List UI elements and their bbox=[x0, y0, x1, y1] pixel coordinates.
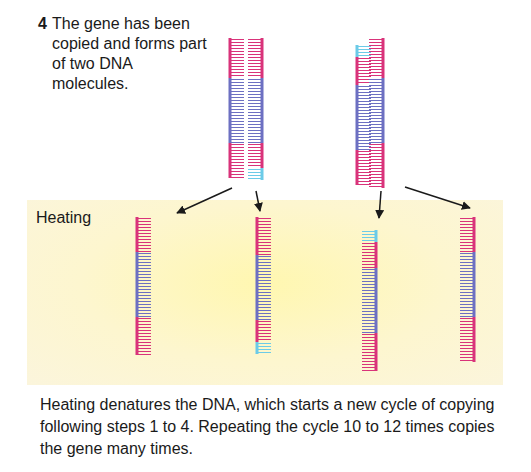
base-pairs bbox=[257, 344, 271, 353]
base-pairs bbox=[460, 219, 474, 252]
separation-arrow bbox=[379, 191, 381, 218]
dna-strand bbox=[136, 217, 152, 355]
separation-arrow bbox=[177, 188, 232, 213]
caption: Heating denatures the DNA, which starts … bbox=[40, 394, 500, 460]
base-pairs bbox=[460, 319, 474, 361]
base-pairs bbox=[230, 40, 244, 76]
dna-strand bbox=[229, 38, 245, 178]
base-pairs bbox=[369, 40, 383, 76]
dna-strand bbox=[248, 38, 264, 180]
base-pairs bbox=[362, 335, 376, 371]
base-pairs bbox=[248, 40, 262, 76]
base-pairs bbox=[362, 244, 376, 268]
dna-strand bbox=[369, 38, 385, 188]
step-description: The gene has been copied and forms part … bbox=[52, 14, 212, 94]
dna-strand bbox=[362, 230, 378, 371]
base-pairs bbox=[357, 152, 371, 185]
base-pairs bbox=[362, 232, 376, 241]
base-pairs bbox=[137, 219, 151, 252]
step-number: 4 bbox=[38, 14, 52, 34]
strand-backbone bbox=[136, 217, 139, 252]
base-pairs bbox=[257, 257, 271, 320]
base-pairs bbox=[248, 170, 262, 179]
base-pairs bbox=[362, 270, 376, 333]
strand-backbone bbox=[356, 150, 359, 185]
separation-arrow bbox=[256, 191, 260, 211]
base-pairs bbox=[369, 145, 383, 187]
dna-strand bbox=[256, 217, 272, 354]
base-pairs bbox=[248, 80, 262, 143]
base-pairs bbox=[357, 59, 371, 83]
base-pairs bbox=[460, 254, 474, 317]
strand-backbone bbox=[473, 217, 476, 252]
base-pairs bbox=[257, 322, 271, 340]
step-label: Heating bbox=[36, 209, 91, 227]
base-pairs bbox=[230, 145, 244, 178]
base-pairs bbox=[248, 145, 262, 166]
strand-backbone bbox=[261, 143, 264, 168]
base-pairs bbox=[257, 219, 271, 255]
dna-strand bbox=[356, 45, 372, 185]
base-pairs bbox=[357, 87, 371, 150]
dna-strands bbox=[136, 38, 476, 371]
base-pairs bbox=[137, 319, 151, 355]
base-pairs bbox=[230, 80, 244, 143]
separation-arrow bbox=[405, 187, 470, 208]
base-pairs bbox=[137, 254, 151, 317]
dna-strand bbox=[460, 217, 476, 362]
base-pairs bbox=[369, 80, 383, 143]
base-pairs bbox=[357, 47, 371, 56]
strand-backbone bbox=[229, 143, 232, 178]
